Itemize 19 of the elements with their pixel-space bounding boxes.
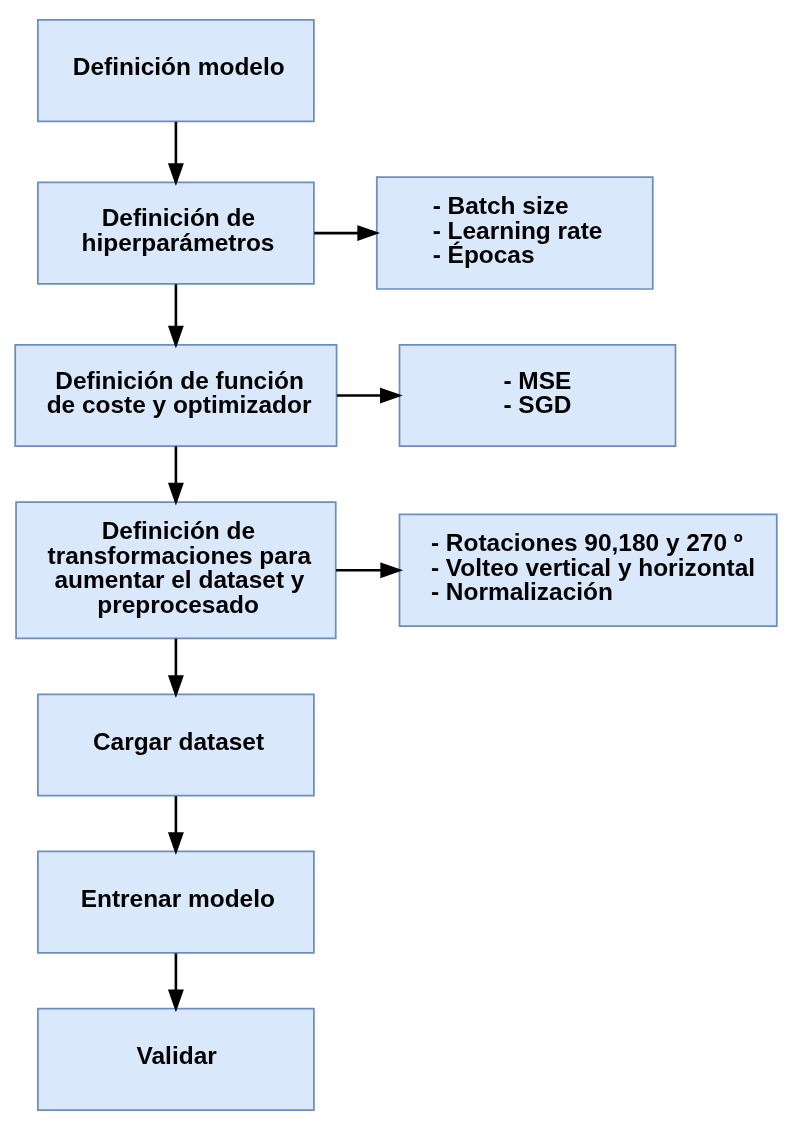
arrow bbox=[167, 638, 184, 698]
node-box: Validar bbox=[37, 1007, 315, 1111]
arrow bbox=[167, 446, 184, 506]
node-box: - MSE - SGD bbox=[398, 344, 677, 448]
node-box: Definición de función de coste y optimizador bbox=[14, 344, 338, 448]
node-box: Definición modelo bbox=[37, 19, 315, 123]
arrow bbox=[167, 121, 184, 186]
arrow bbox=[167, 796, 184, 855]
node-box: Cargar dataset bbox=[37, 693, 315, 797]
arrow bbox=[314, 225, 381, 242]
node-box: Entrenar modelo bbox=[37, 850, 315, 954]
node-box: Definición de hiperparámetros bbox=[37, 181, 315, 285]
arrow bbox=[336, 562, 404, 579]
node-box: - Batch size - Learning rate - Épocas bbox=[375, 176, 654, 290]
arrow bbox=[167, 953, 184, 1013]
arrow bbox=[336, 387, 403, 404]
arrow bbox=[167, 284, 184, 349]
node-box: - Rotaciones 90,180 y 270 º - Volteo vertical y horizontal - Normalización bbox=[398, 513, 778, 627]
node-box: Definición de transformaciones para aumentar el dataset y preprocesado bbox=[15, 501, 337, 640]
